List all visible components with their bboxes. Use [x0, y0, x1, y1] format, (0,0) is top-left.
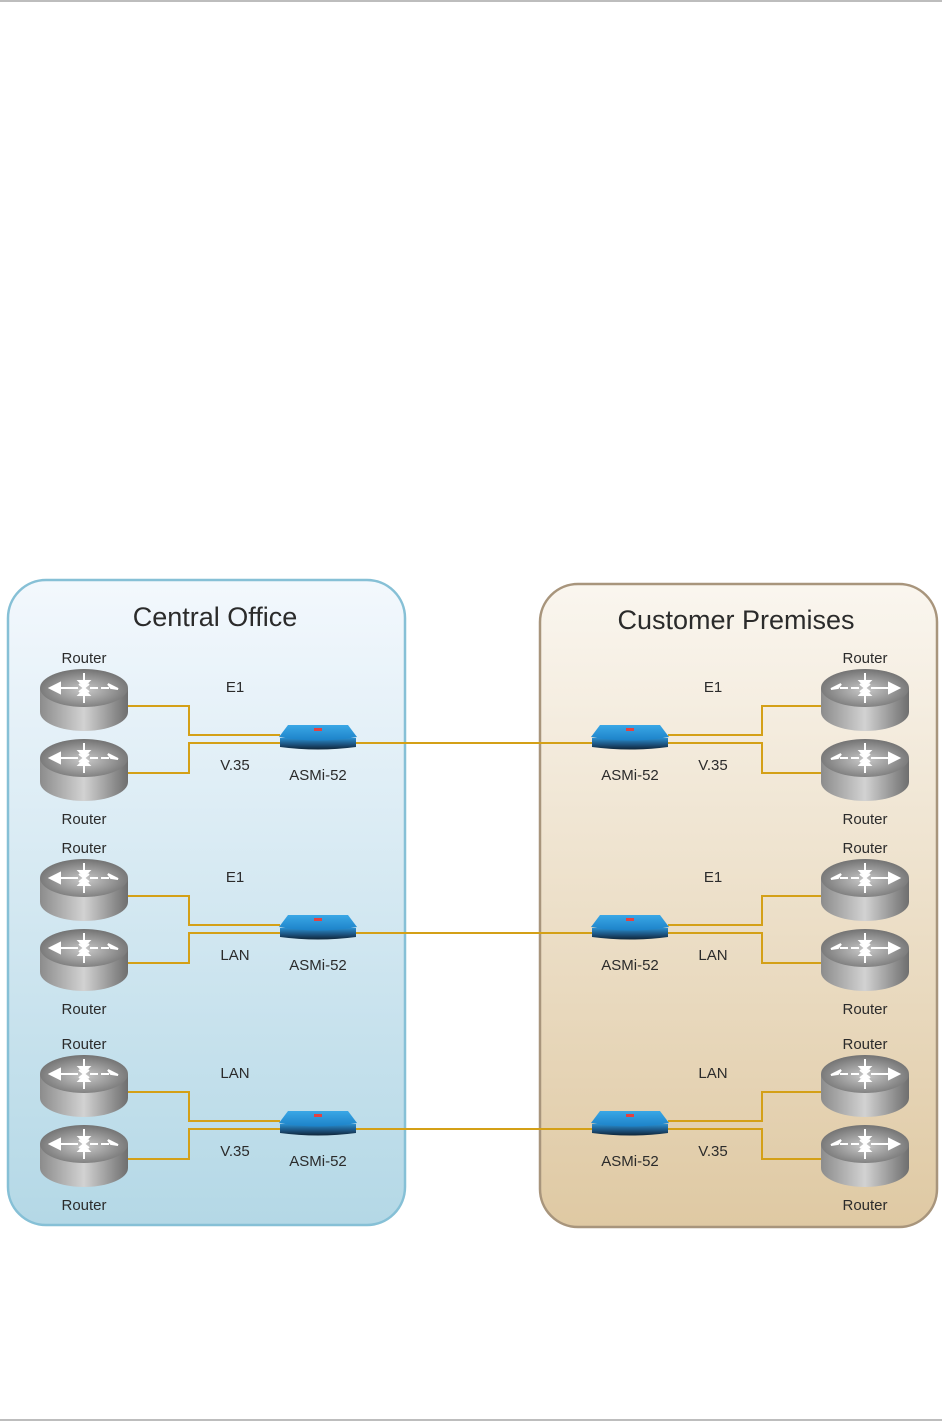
- router-label: Router: [61, 840, 106, 857]
- page-bottom-rule: [0, 1419, 942, 1421]
- router-label: Router: [842, 650, 887, 667]
- link-cp-upper: [668, 1091, 821, 1122]
- link-cp-upper: [668, 705, 821, 736]
- device-body: [592, 1124, 668, 1136]
- router-label: Router: [842, 1036, 887, 1053]
- router-icon: [821, 739, 909, 801]
- device-led: [626, 1114, 634, 1117]
- router-label: Router: [842, 840, 887, 857]
- device-top: [591, 1111, 669, 1127]
- router-arrows-glyph: [830, 933, 902, 963]
- interface-label-upper: E1: [704, 679, 722, 696]
- router-icon: [40, 929, 128, 991]
- link-cp-upper: [668, 895, 821, 926]
- device-body: [592, 928, 668, 940]
- device-led: [626, 728, 634, 731]
- asmi-52-device-icon: [279, 1111, 357, 1136]
- interface-label-lower: V.35: [698, 757, 727, 774]
- interface-label-upper: E1: [226, 869, 244, 886]
- link-co-upper: [128, 895, 280, 926]
- router-arrows-glyph: [830, 863, 902, 893]
- router-label: Router: [61, 811, 106, 828]
- device-top: [591, 915, 669, 931]
- router-arrows-glyph: [47, 863, 119, 893]
- page-top-rule: [0, 0, 942, 2]
- link-co-lower: [128, 742, 280, 774]
- interface-label-upper: E1: [226, 679, 244, 696]
- link-co-upper: [128, 705, 280, 736]
- device-top: [279, 915, 357, 931]
- device-label: ASMi-52: [289, 767, 347, 784]
- device-top: [279, 1111, 357, 1127]
- interface-label-lower: LAN: [698, 947, 727, 964]
- link-cp-lower: [668, 742, 821, 774]
- link-co-upper: [128, 1091, 280, 1122]
- interface-label-upper: E1: [704, 869, 722, 886]
- device-label: ASMi-52: [601, 767, 659, 784]
- device-led: [314, 918, 322, 921]
- router-arrows-glyph: [47, 1129, 119, 1159]
- router-icon: [40, 1055, 128, 1117]
- router-icon: [821, 669, 909, 731]
- router-arrows-glyph: [47, 1059, 119, 1089]
- router-arrows-glyph: [830, 1059, 902, 1089]
- device-body: [592, 738, 668, 750]
- device-body: [280, 928, 356, 940]
- device-led: [626, 918, 634, 921]
- device-body: [280, 1124, 356, 1136]
- device-led: [314, 1114, 322, 1117]
- device-label: ASMi-52: [289, 1153, 347, 1170]
- device-label: ASMi-52: [601, 1153, 659, 1170]
- router-icon: [821, 1055, 909, 1117]
- router-arrows-glyph: [47, 673, 119, 703]
- router-label: Router: [61, 1036, 106, 1053]
- device-label: ASMi-52: [601, 957, 659, 974]
- router-arrows-glyph: [830, 743, 902, 773]
- link-co-lower: [128, 932, 280, 964]
- router-icon: [40, 739, 128, 801]
- router-icon: [40, 669, 128, 731]
- interface-label-upper: LAN: [698, 1065, 727, 1082]
- interface-label-lower: LAN: [220, 947, 249, 964]
- asmi-52-device-icon: [279, 725, 357, 750]
- router-icon: [821, 1125, 909, 1187]
- asmi-52-device-icon: [279, 915, 357, 940]
- interface-label-lower: V.35: [220, 757, 249, 774]
- router-label: Router: [842, 811, 887, 828]
- router-arrows-glyph: [47, 933, 119, 963]
- asmi-52-device-icon: [591, 915, 669, 940]
- router-arrows-glyph: [830, 1129, 902, 1159]
- link-cp-lower: [668, 932, 821, 964]
- router-label: Router: [61, 1197, 106, 1214]
- router-arrows-glyph: [830, 673, 902, 703]
- asmi-52-device-icon: [591, 1111, 669, 1136]
- router-label: Router: [842, 1001, 887, 1018]
- interface-label-upper: LAN: [220, 1065, 249, 1082]
- device-led: [314, 728, 322, 731]
- router-label: Router: [61, 1001, 106, 1018]
- router-icon: [40, 859, 128, 921]
- link-co-lower: [128, 1128, 280, 1160]
- device-label: ASMi-52: [289, 957, 347, 974]
- router-arrows-glyph: [47, 743, 119, 773]
- zone-title-central-office: Central Office: [133, 602, 298, 632]
- router-label: Router: [61, 650, 106, 667]
- zone-title-customer-premises: Customer Premises: [617, 605, 854, 635]
- router-icon: [821, 929, 909, 991]
- link-cp-lower: [668, 1128, 821, 1160]
- interface-label-lower: V.35: [220, 1143, 249, 1160]
- device-top: [591, 725, 669, 741]
- asmi-52-device-icon: [591, 725, 669, 750]
- device-top: [279, 725, 357, 741]
- device-body: [280, 738, 356, 750]
- router-icon: [40, 1125, 128, 1187]
- router-icon: [821, 859, 909, 921]
- interface-label-lower: V.35: [698, 1143, 727, 1160]
- router-label: Router: [842, 1197, 887, 1214]
